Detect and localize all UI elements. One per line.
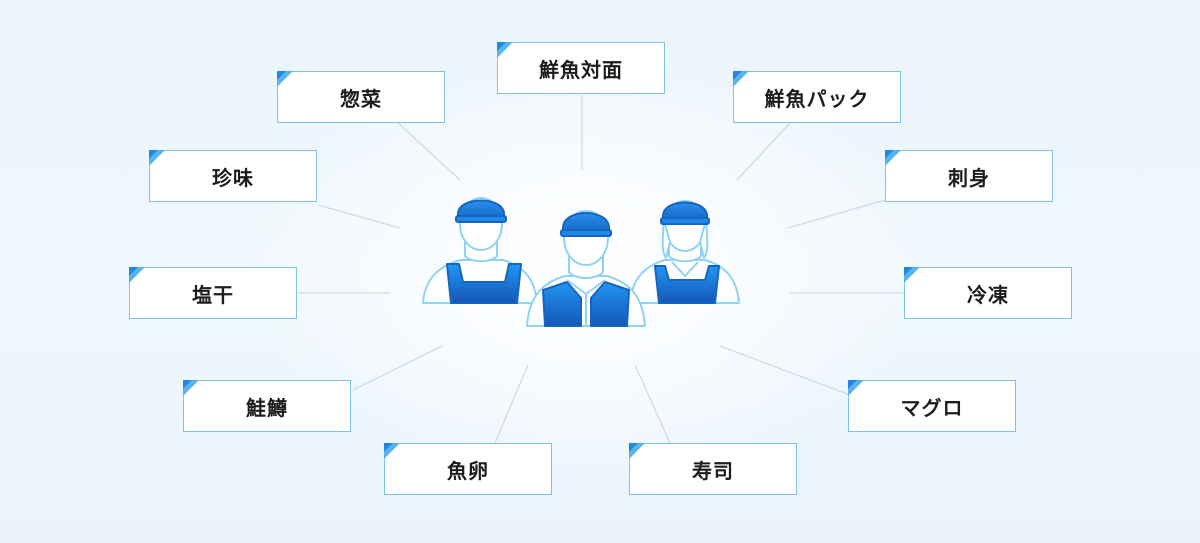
staff-group-icon [422,197,740,327]
worker-left [422,197,538,304]
category-label: 刺身 [948,165,990,190]
category-label: 鮭鱒 [246,395,288,420]
category-box-sakemasu: 鮭鱒 [183,380,351,432]
worker-center [526,210,646,327]
corner-accent-inner [129,267,138,276]
corner-accent-inner [384,443,393,452]
connector-chinmi [317,204,401,229]
connector-sakemasu [352,345,443,391]
connector-sashimi [787,199,886,229]
corner-accent-inner [885,150,894,159]
corner-accent-inner [277,71,286,80]
category-box-sengyo-taimen: 鮮魚対面 [497,42,665,94]
category-box-maguro: マグロ [848,380,1016,432]
category-label: 惣菜 [340,86,382,111]
corner-accent-inner [629,443,638,452]
category-box-sushi: 寿司 [629,443,797,495]
category-box-sengyo-pack: 鮮魚パック [733,71,901,123]
corner-accent-inner [183,380,192,389]
category-label: 塩干 [192,282,234,307]
corner-accent-inner [904,267,913,276]
category-box-engan: 塩干 [129,267,297,319]
connector-gyoran [494,364,529,444]
category-box-gyoran: 魚卵 [384,443,552,495]
category-label: 鮮魚対面 [539,57,623,82]
category-box-chinmi: 珍味 [149,150,317,202]
connector-souzai [397,122,461,181]
category-label: 冷凍 [967,282,1009,307]
category-box-souzai: 惣菜 [277,71,445,123]
connector-sengyo-pack [736,122,791,181]
worker-right [629,200,740,304]
category-box-reitou: 冷凍 [904,267,1072,319]
corner-accent-inner [149,150,158,159]
category-label: マグロ [900,395,964,420]
corner-accent-inner [733,71,742,80]
corner-accent-inner [497,42,506,51]
category-label: 寿司 [692,458,734,483]
connector-sushi [634,364,671,444]
category-label: 珍味 [212,165,254,190]
category-label: 鮮魚パック [764,86,870,111]
category-box-sashimi: 刺身 [885,150,1053,202]
connector-maguro [719,345,851,396]
corner-accent-inner [848,380,857,389]
category-label: 魚卵 [447,458,489,483]
